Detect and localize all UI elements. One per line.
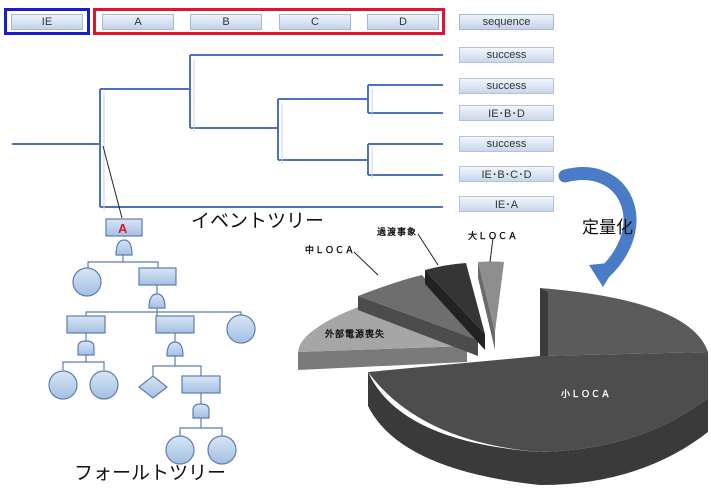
header-d: D: [367, 14, 439, 30]
basic-event-5: [165, 435, 195, 465]
and-gate-2: [192, 403, 210, 419]
intermediate-event-1: [138, 267, 177, 286]
pie-slice-transient: [425, 263, 485, 334]
intermediate-event-2: [66, 315, 106, 334]
outcome-6: IE･A: [459, 196, 554, 212]
outcome-4: success: [459, 136, 554, 152]
quantify-arrow: [558, 167, 637, 280]
event-tree-lines: [12, 54, 443, 208]
outcome-5: IE･B･C･D: [459, 166, 554, 182]
event-tree-shadow: [103, 59, 373, 211]
top-event-box: [105, 218, 143, 237]
ie-highlight-box: [4, 8, 90, 35]
pie-slice-offsite-power-side: [298, 346, 467, 370]
pie-slice-small-loca: [368, 352, 708, 452]
top-event-marker: A: [118, 221, 128, 236]
header-sequence: sequence: [459, 14, 554, 30]
pie-slice-medium-loca: [358, 275, 478, 340]
header-b: B: [190, 14, 262, 30]
basic-event-6: [207, 435, 237, 465]
header-ie: IE: [11, 14, 83, 30]
pie-label-medium-loca: 中ＬＯＣＡ: [305, 246, 356, 256]
or-gate-2: [148, 293, 166, 309]
event-tree-title: イベントツリー: [191, 210, 325, 232]
pie-label-transient: 過渡事象: [377, 228, 418, 238]
and-gate-1: [77, 340, 95, 356]
pie-label-small-loca: 小ＬＯＣＡ: [561, 390, 612, 400]
outcome-3: IE･B･D: [459, 105, 554, 121]
basic-event-4: [89, 370, 119, 400]
fault-tree: [48, 218, 256, 465]
header-a: A: [102, 14, 174, 30]
pie-label-large-loca: 大ＬＯＣＡ: [468, 232, 519, 242]
fault-tree-title: フォールトツリー: [74, 462, 227, 484]
link-line: [102, 145, 123, 219]
basic-event-2: [226, 314, 256, 344]
basic-event-3: [48, 370, 78, 400]
or-gate-top: [115, 239, 133, 256]
pie-slice-offsite-power: [298, 307, 467, 352]
headings-highlight-box: [93, 8, 445, 35]
pie-slice-small-loca-side: [368, 372, 708, 485]
intermediate-event-3: [155, 315, 195, 334]
header-c: C: [279, 14, 351, 30]
basic-event-1: [72, 267, 102, 297]
pie-slice-large-loca: [478, 261, 504, 332]
pie-label-offsite-power: 外部電源喪失: [325, 330, 386, 340]
or-gate-3: [166, 341, 184, 357]
undeveloped-event: [138, 375, 168, 399]
outcome-1: success: [459, 47, 554, 63]
outcome-2: success: [459, 78, 554, 94]
pie-slice-small-loca-top: [540, 288, 708, 356]
quantify-arrow-head: [589, 262, 618, 287]
pie-chart: [298, 233, 708, 485]
intermediate-event-4: [181, 375, 221, 394]
quantify-label: 定量化: [582, 218, 633, 238]
